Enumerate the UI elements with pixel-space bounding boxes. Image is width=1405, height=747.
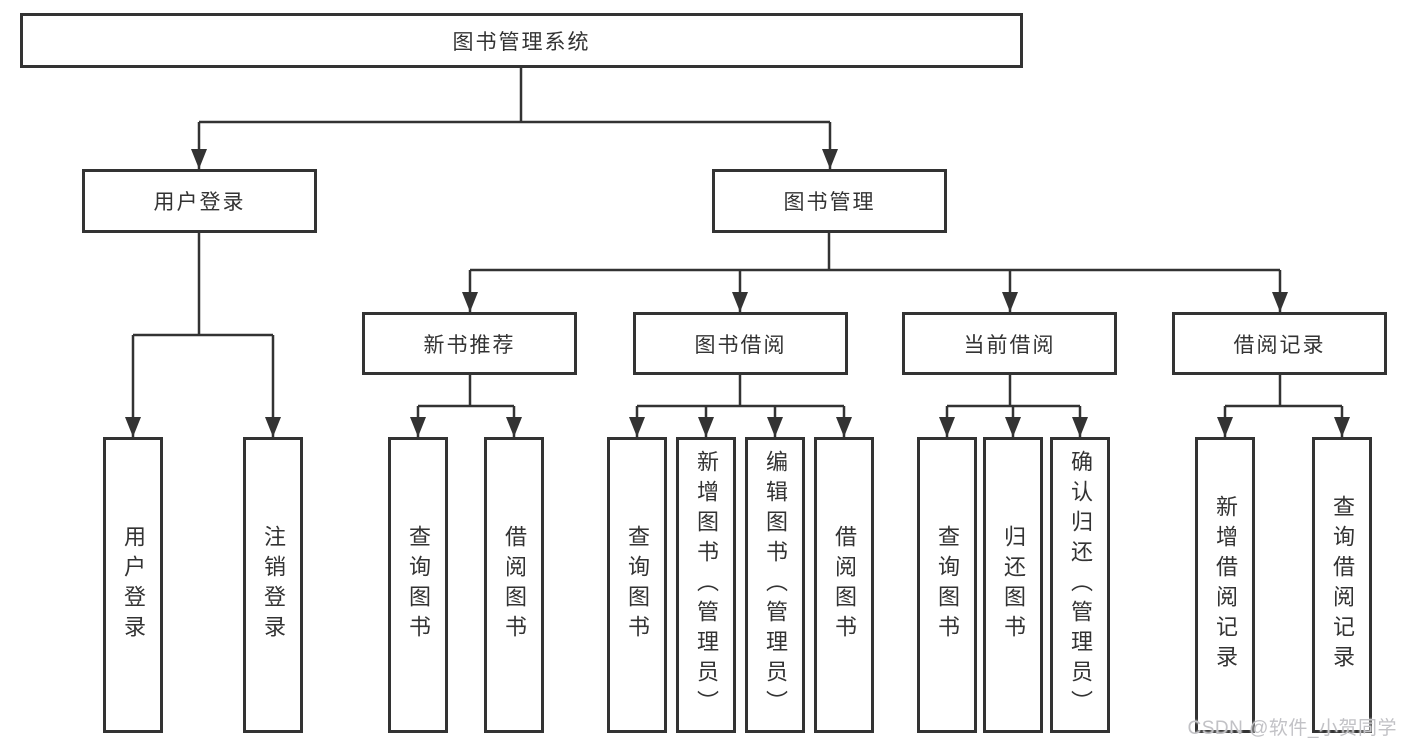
node-label: 注销登录: [261, 525, 286, 645]
node-leaf-add-book-admin: 新增图书（管理员）: [676, 437, 736, 733]
node-leaf-confirm-return-admin: 确认归还（管理员）: [1050, 437, 1110, 733]
node-leaf-add-borrow-record: 新增借阅记录: [1195, 437, 1255, 733]
node-label: 新增借阅记录: [1213, 495, 1238, 675]
node-label: 借阅图书: [502, 525, 527, 645]
node-label: 借阅图书: [832, 525, 857, 645]
node-current-borrow: 当前借阅: [902, 312, 1117, 375]
node-book-management: 图书管理: [712, 169, 947, 233]
node-label: 当前借阅: [963, 333, 1056, 357]
node-label: 查询图书: [406, 525, 431, 645]
node-label: 图书管理: [783, 191, 876, 214]
node-label: 查询借阅记录: [1330, 495, 1355, 675]
node-leaf-query-borrow-record: 查询借阅记录: [1312, 437, 1372, 733]
node-borrow-records: 借阅记录: [1172, 312, 1387, 375]
node-book-borrow: 图书借阅: [633, 312, 848, 375]
node-leaf-borrow-book-recommend: 借阅图书: [484, 437, 544, 733]
node-leaf-logout: 注销登录: [243, 437, 303, 733]
node-leaf-query-book-recommend: 查询图书: [388, 437, 448, 733]
node-label: 查询图书: [625, 525, 650, 645]
node-leaf-user-login: 用户登录: [103, 437, 163, 733]
node-leaf-return-book: 归还图书: [983, 437, 1043, 733]
node-label: 编辑图书（管理员）: [763, 450, 788, 720]
node-label: 借阅记录: [1233, 333, 1326, 357]
node-label: 归还图书: [1001, 525, 1026, 645]
node-user-login: 用户登录: [82, 169, 317, 233]
node-leaf-edit-book-admin: 编辑图书（管理员）: [745, 437, 805, 733]
node-label: 图书管理系统: [452, 30, 591, 54]
node-label: 查询图书: [935, 525, 960, 645]
node-label: 新增图书（管理员）: [694, 450, 719, 720]
node-label: 用户登录: [121, 525, 146, 645]
csdn-watermark: CSDN @软件_小贺同学: [1187, 718, 1397, 739]
node-label: 用户登录: [153, 191, 246, 214]
node-leaf-query-book-borrow: 查询图书: [607, 437, 667, 733]
node-library-management-system: 图书管理系统: [20, 13, 1023, 68]
node-label: 确认归还（管理员）: [1068, 450, 1093, 720]
node-label: 图书借阅: [694, 333, 787, 357]
node-new-book-recommend: 新书推荐: [362, 312, 577, 375]
node-leaf-query-book-current: 查询图书: [917, 437, 977, 733]
node-leaf-borrow-book: 借阅图书: [814, 437, 874, 733]
node-label: 新书推荐: [423, 333, 516, 357]
